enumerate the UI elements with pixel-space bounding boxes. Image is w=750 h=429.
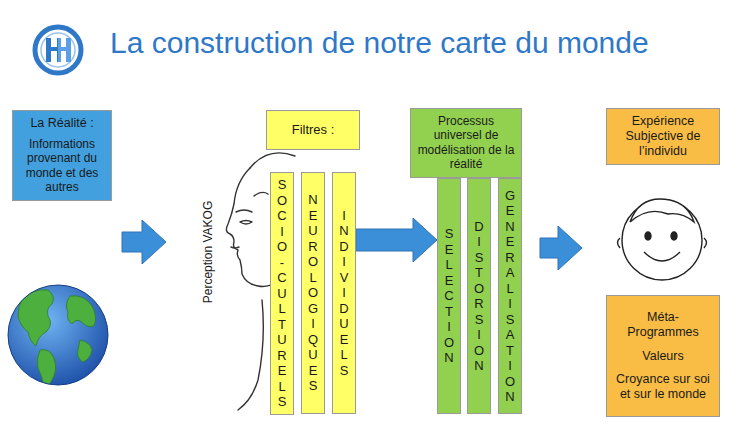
- rotated-label: Perception VAKOG: [201, 199, 215, 306]
- smiley-face: [618, 199, 707, 280]
- experience-box: Expérience Subjective de l’individu: [606, 108, 720, 165]
- reality-box: La Réalité : Informations provenant du mo…: [12, 110, 112, 201]
- filter-header: Filtres :: [266, 110, 360, 150]
- vertical-label: NEUROLOGIQUES: [302, 192, 324, 394]
- process-band: DISTORSION: [467, 178, 491, 414]
- box-heading: Méta-Programmes: [612, 310, 714, 340]
- process-band: GENERALISATION: [498, 178, 522, 414]
- flow-arrow: [356, 218, 437, 262]
- face-drawing: [226, 153, 295, 410]
- filter-band: INDIVIDUELS: [332, 172, 356, 414]
- box-heading: Filtres :: [292, 122, 335, 138]
- box-heading: La Réalité :: [30, 116, 93, 131]
- box-text: Valeurs: [642, 349, 683, 364]
- box-heading: Processus universel de modélisation de l…: [416, 114, 516, 172]
- logo: [35, 27, 81, 73]
- vertical-label: INDIVIDUELS: [333, 208, 355, 379]
- diagram-title: La construction de notre carte du monde: [110, 26, 649, 59]
- vertical-label: GENERALISATION: [499, 188, 521, 405]
- globe: [8, 285, 108, 386]
- box-text: Croyance sur soi et sur le monde: [612, 372, 714, 402]
- beliefs-box: Méta-ProgrammesValeursCroyance sur soi e…: [606, 295, 720, 417]
- flow-arrow: [540, 226, 582, 270]
- process-header: Processus universel de modélisation de l…: [410, 108, 522, 178]
- filter-band: NEUROLOGIQUES: [301, 172, 325, 414]
- vertical-label: DISTORSION: [468, 219, 490, 374]
- box-heading: Expérience Subjective de l’individu: [612, 114, 714, 159]
- vertical-label: SOCIO-CULTURELS: [271, 177, 293, 410]
- box-text: Informations provenant du monde et des a…: [18, 137, 106, 195]
- filter-band: SOCIO-CULTURELS: [270, 172, 294, 415]
- process-band: SELECTION: [437, 178, 461, 414]
- vertical-label: SELECTION: [438, 226, 460, 366]
- flow-arrow: [122, 220, 166, 264]
